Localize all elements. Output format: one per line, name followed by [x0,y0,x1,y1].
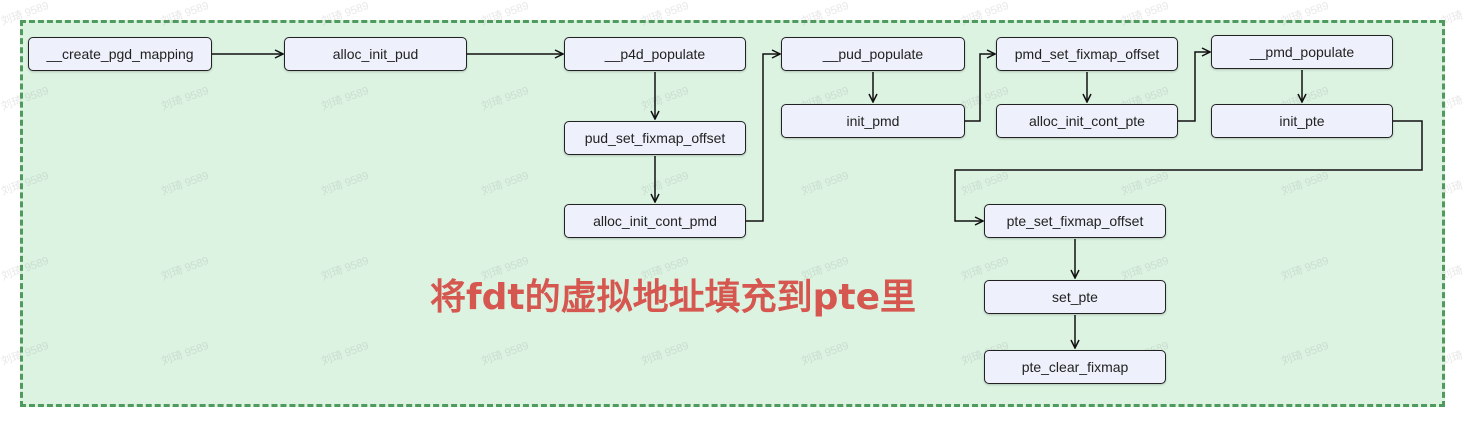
node-init-pmd: init_pmd [781,104,965,138]
node-alloc-init-pud: alloc_init_pud [284,37,467,71]
arrow-init-pte-to-pte-fixmap [954,120,1423,221]
node-pte-clear-fixmap: pte_clear_fixmap [984,350,1166,384]
node-pmd-set-fixmap-offset: pmd_set_fixmap_offset [996,37,1178,71]
node-pte-set-fixmap-offset: pte_set_fixmap_offset [984,204,1166,238]
arrow-cont-pmd-to-pud-populate [746,54,780,222]
diagram-annotation: 将fdt的虚拟地址填充到pte里 [430,277,917,318]
node-pud-populate: __pud_populate [781,37,965,71]
node-alloc-init-cont-pte: alloc_init_cont_pte [996,104,1178,138]
arrow-cont-pte-to-pmd-populate [1178,52,1210,122]
arrow-init-pmd-to-pmd-fixmap [965,54,995,122]
node-pud-set-fixmap-offset: pud_set_fixmap_offset [564,121,746,155]
node-alloc-init-cont-pmd: alloc_init_cont_pmd [564,204,746,238]
node-set-pte: set_pte [984,280,1166,314]
node-p4d-populate: __p4d_populate [564,37,746,71]
node-init-pte: init_pte [1211,104,1393,138]
node-pmd-populate: __pmd_populate [1211,35,1393,69]
node-create-pgd-mapping: __create_pgd_mapping [28,37,212,71]
